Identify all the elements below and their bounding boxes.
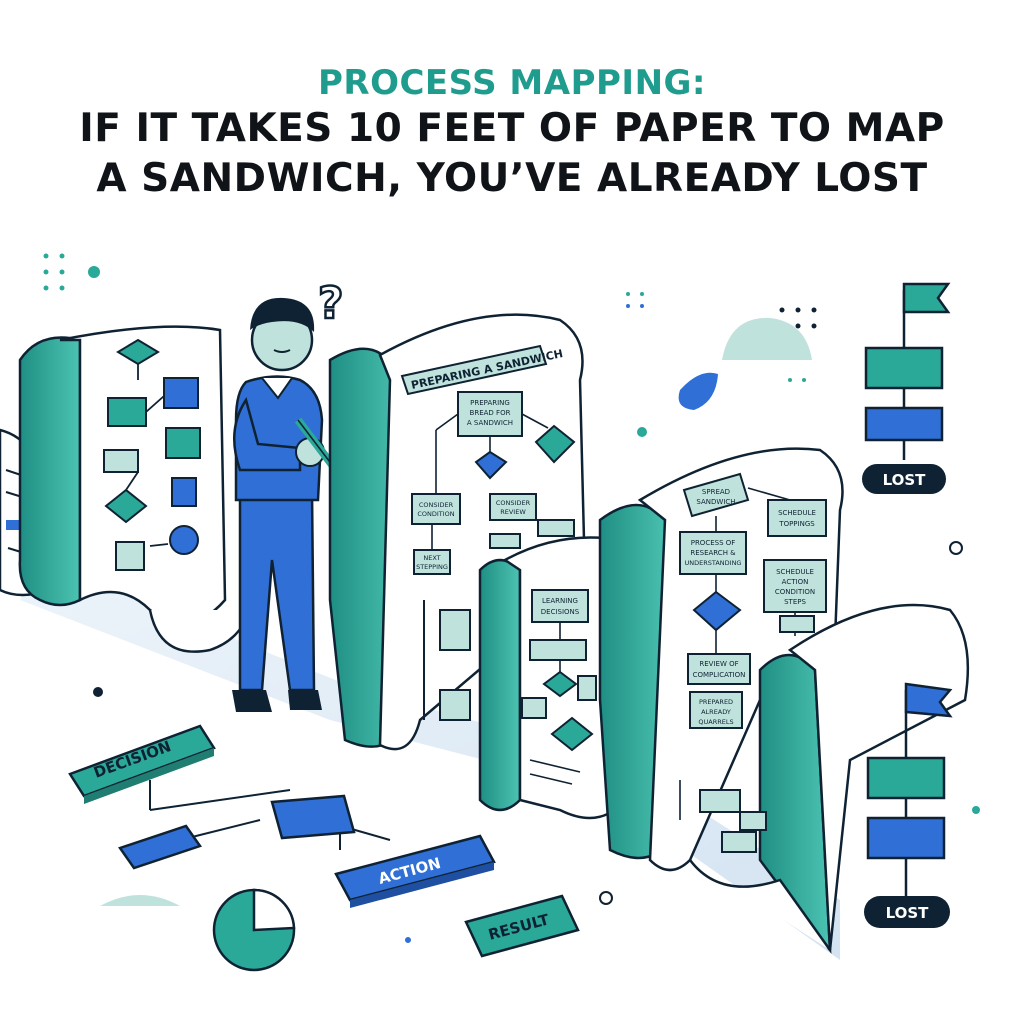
box-main-line-2: BREAD FOR xyxy=(470,409,511,417)
box-condition-line-1: CONSIDER xyxy=(419,501,454,509)
box-action-steps-line-4: STEPS xyxy=(784,598,806,606)
box-process-line-3: UNDERSTANDING xyxy=(685,559,742,567)
box-next-line-1: NEXT xyxy=(423,554,440,562)
box-prepared-line-2: ALREADY xyxy=(701,708,731,716)
box-condition-line-2: CONDITION xyxy=(417,510,454,518)
box-process-line-1: PROCESS OF xyxy=(691,539,736,547)
box-prepared-line-1: PREPARED xyxy=(699,698,733,706)
box-spread-line-2: SANDWICH xyxy=(696,498,735,506)
headline: PROCESS MAPPING: IF IT TAKES 10 FEET OF … xyxy=(0,62,1024,204)
headline-line-1: IF IT TAKES 10 FEET OF PAPER TO MAP xyxy=(79,106,945,151)
scroll-2: PREPARING A SANDWICH PREPARING BREAD FOR… xyxy=(328,313,587,751)
decorations xyxy=(43,253,980,943)
flag-column-bottom: LOST xyxy=(864,682,953,928)
box-action-steps-line-2: ACTION xyxy=(782,578,809,586)
question-mark: ? xyxy=(318,278,344,329)
box-reconsider-line-2: REVIEW xyxy=(500,508,526,516)
box-main-line-1: PREPARING xyxy=(470,399,510,407)
box-action-steps-line-3: CONDITION xyxy=(775,588,815,596)
box-learning-line-2: DECISIONS xyxy=(541,608,580,616)
headline-kicker: PROCESS MAPPING: xyxy=(317,63,707,103)
box-schedule-line-2: TOPPINGS xyxy=(778,520,815,528)
box-schedule-line-1: SCHEDULE xyxy=(778,509,816,517)
floor-flowchart: DECISION ACTION RESULT xyxy=(68,724,580,972)
box-next-line-2: STEPPING xyxy=(416,563,448,571)
box-reconsider-line-1: CONSIDER xyxy=(496,499,531,507)
floor-shadow xyxy=(20,560,840,960)
box-action-steps-line-1: SCHEDULE xyxy=(776,568,814,576)
flag-top-label: LOST xyxy=(883,471,927,489)
person-figure xyxy=(232,297,383,712)
flag-column-top: LOST xyxy=(862,282,951,494)
scroll-1 xyxy=(18,325,252,653)
box-complication-line-2: COMPLICATION xyxy=(693,671,746,679)
box-learning-line-1: LEARNING xyxy=(542,597,578,605)
box-process-line-2: RESEARCH & xyxy=(690,549,736,557)
scroll-3: LEARNING DECISIONS xyxy=(478,536,627,820)
headline-line-2: A SANDWICH, YOU’VE ALREADY LOST xyxy=(96,156,928,201)
scroll-4: SPREAD SANDWICH SCHEDULE TOPPINGS PROCES… xyxy=(598,447,844,872)
box-complication-line-1: REVIEW OF xyxy=(699,660,738,668)
box-spread-line-1: SPREAD xyxy=(702,488,730,496)
box-prepared-line-3: QUARRELS xyxy=(698,718,733,726)
box-main-line-3: A SANDWICH xyxy=(467,419,513,427)
flag-bottom-label: LOST xyxy=(886,904,930,922)
